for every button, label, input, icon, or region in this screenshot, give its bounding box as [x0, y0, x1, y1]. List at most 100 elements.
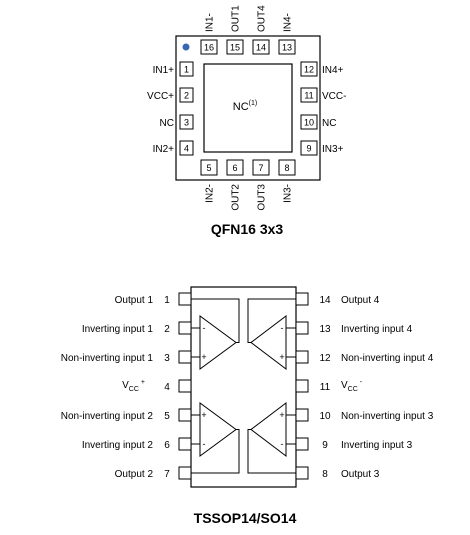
tssop-pin	[295, 350, 309, 364]
qfn-pin-label: IN3-	[283, 184, 294, 203]
tssop-pin	[295, 292, 309, 306]
tssop-pin-number: 14	[319, 295, 331, 306]
exposed-pad-label: NC(1)	[233, 100, 257, 113]
qfn-pin-number: 10	[304, 118, 314, 128]
tssop-pin-label: Non-inverting input 1	[61, 353, 154, 364]
supply-label: VCC+	[122, 379, 145, 393]
tssop-pin	[295, 466, 309, 480]
opamp-input-sign: +	[279, 410, 284, 420]
tssop-pin	[178, 321, 192, 335]
qfn-title: QFN16 3x3	[211, 221, 284, 237]
tssop-pin-number: 13	[319, 324, 331, 335]
opamp-input-sign: -	[281, 439, 284, 449]
supply-v: V	[122, 380, 129, 391]
opamp-input-sign: -	[203, 323, 206, 333]
qfn-pin-label: NC	[160, 118, 174, 129]
qfn-pin-number: 5	[206, 163, 211, 173]
supply-polarity: -	[360, 379, 363, 386]
tssop-pin	[178, 292, 192, 306]
tssop-pin	[178, 466, 192, 480]
opamp-input-sign: -	[203, 439, 206, 449]
qfn-pin-number: 16	[204, 43, 214, 53]
opamp-symbol	[250, 401, 287, 458]
tssop-pin-number: 12	[319, 353, 331, 364]
tssop-pin-number: 9	[322, 440, 328, 451]
tssop-title: TSSOP14/SO14	[194, 510, 297, 526]
qfn-pin-number: 7	[258, 163, 263, 173]
qfn-pin-number: 6	[232, 163, 237, 173]
tssop-body	[190, 286, 297, 488]
qfn-pin-number: 4	[184, 144, 189, 154]
qfn-exposed-pad	[203, 63, 293, 153]
tssop-pin-number: 1	[164, 295, 170, 306]
qfn-pin-label: OUT2	[231, 184, 242, 211]
qfn-pad	[226, 159, 244, 176]
tssop-pin-label: Inverting input 2	[82, 440, 154, 451]
tssop-pin-number: 3	[164, 353, 170, 364]
qfn-pin-label: OUT3	[257, 184, 268, 211]
exposed-pad-footnote: (1)	[249, 100, 258, 107]
tssop-pin-label: Non-inverting input 3	[341, 411, 434, 422]
opamp-symbol	[250, 314, 287, 371]
supply-v: V	[341, 380, 348, 391]
exposed-pad-nc: NC	[233, 101, 249, 113]
internal-wire	[247, 429, 296, 474]
qfn-pin-number: 3	[184, 118, 189, 128]
tssop-pin-number: 2	[164, 324, 170, 335]
tssop-pin-number: 7	[164, 469, 170, 480]
qfn-pin-label: VCC-	[322, 91, 346, 102]
tssop-pin-label: Inverting input 1	[82, 324, 154, 335]
supply-polarity: +	[141, 379, 145, 386]
tssop-pin-number: 5	[164, 411, 170, 422]
tssop-pin	[295, 408, 309, 422]
opamp-input-sign: +	[201, 352, 206, 362]
qfn-pad	[200, 159, 218, 176]
qfn-pad	[179, 140, 194, 156]
qfn-pin-label: NC	[322, 118, 336, 129]
tssop-pin-label: Output 4	[341, 295, 380, 306]
qfn-pin-number: 2	[184, 91, 189, 101]
tssop-left-pins: 1 Output 1 2 Inverting input 1 3 Non-invertin…	[61, 292, 192, 480]
supply-subscript: CC	[129, 386, 139, 393]
qfn-pad	[252, 39, 270, 55]
internal-wire	[247, 298, 296, 343]
tssop-pin-number: 8	[322, 469, 328, 480]
tssop-pin-label: Inverting input 4	[341, 324, 413, 335]
tssop-pin-label: Output 3	[341, 469, 380, 480]
pin1-marker	[182, 43, 190, 51]
tssop-pin-label: Output 2	[115, 469, 154, 480]
tssop-pin	[295, 321, 309, 335]
tssop-pin-label: Non-inverting input 4	[341, 353, 434, 364]
qfn-pad	[179, 87, 194, 103]
tssop-pin	[178, 350, 192, 364]
qfn-pin-number: 12	[304, 65, 314, 75]
tssop-pin-label: Output 1	[115, 295, 154, 306]
qfn-pin-label: IN4+	[322, 65, 344, 76]
qfn-pin-number: 15	[230, 43, 240, 53]
qfn-pin-label: IN4-	[283, 13, 294, 32]
tssop-pin-number: 11	[320, 382, 331, 393]
qfn-pad	[278, 39, 296, 55]
supply-subscript: CC	[348, 386, 358, 393]
internal-wire	[191, 298, 240, 343]
qfn-pad	[179, 61, 194, 77]
qfn-pin-number: 9	[306, 144, 311, 154]
qfn-pin-label: IN1+	[153, 65, 175, 76]
qfn-pin-number: 8	[284, 163, 289, 173]
qfn-pad	[278, 159, 296, 176]
qfn-pin-number: 11	[304, 91, 313, 101]
tssop-pin	[295, 437, 309, 451]
qfn-pad	[179, 114, 194, 130]
qfn-pad	[300, 114, 318, 130]
qfn-pad	[300, 61, 318, 77]
supply-label: VCC-	[341, 379, 363, 393]
qfn-pin-number: 1	[184, 65, 189, 75]
qfn-pin-label: IN2+	[153, 144, 175, 155]
